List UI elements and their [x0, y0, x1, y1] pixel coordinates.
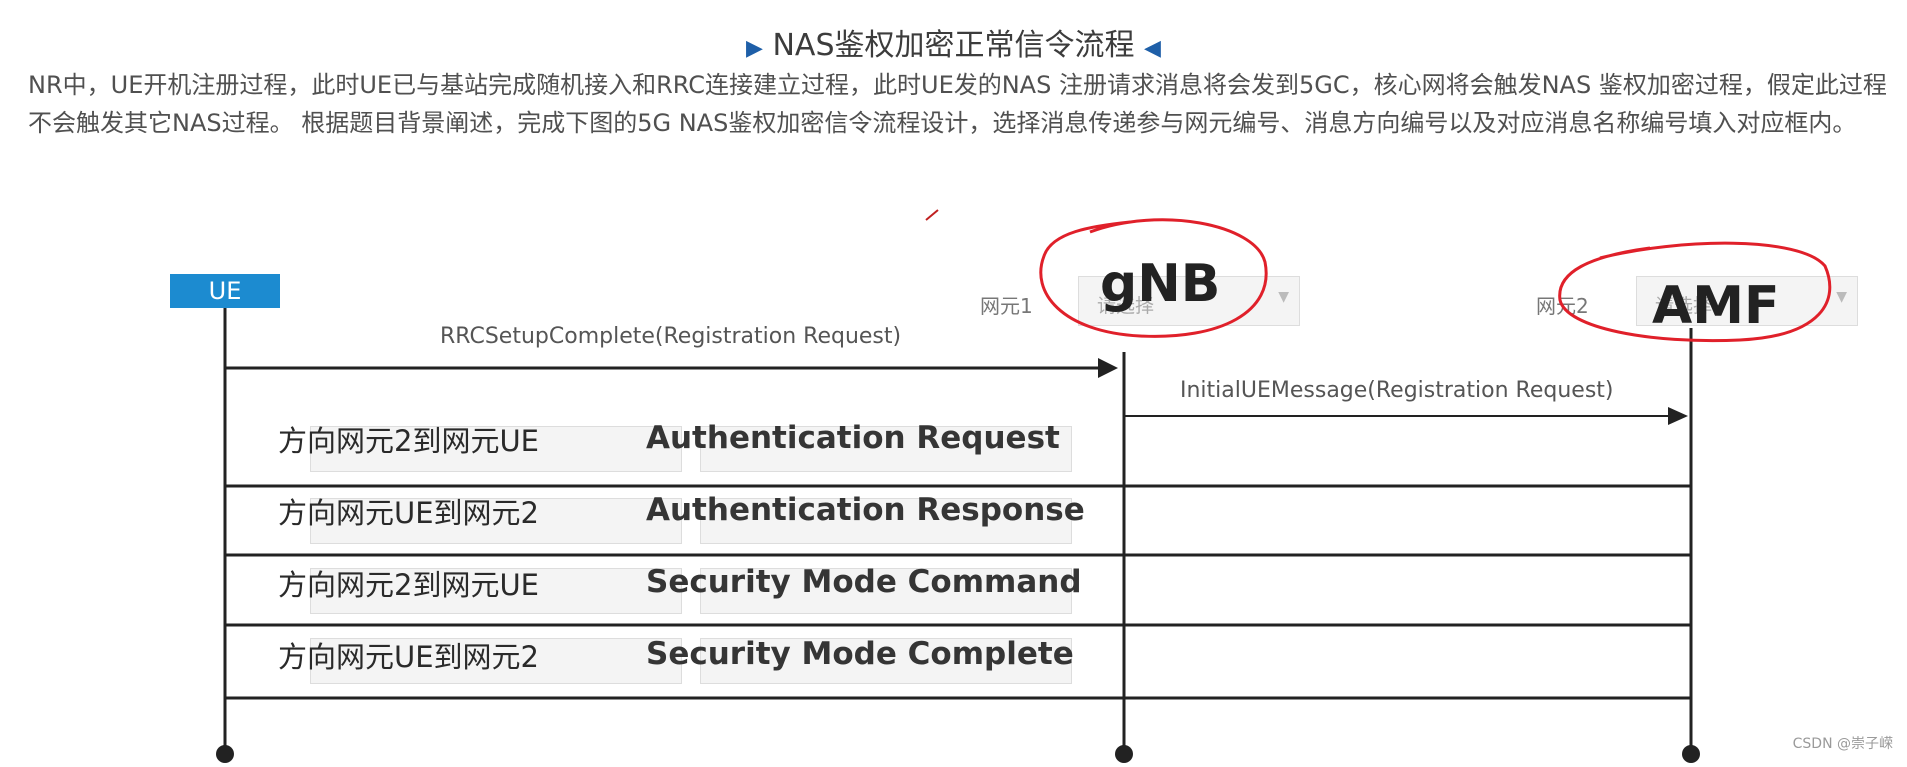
row4-direction: 方向网元UE到网元2 — [278, 640, 540, 674]
row4-message-name: Security Mode Complete — [646, 636, 1074, 672]
row3-direction: 方向网元2到网元UE — [278, 568, 540, 602]
pen-mark — [925, 209, 939, 221]
page-title: ▶ NAS鉴权加密正常信令流程 ◀ — [0, 20, 1907, 64]
amf-annotation-circle — [1558, 241, 1832, 343]
row3-message-select[interactable] — [700, 568, 1072, 614]
amf-end-dot — [1682, 745, 1700, 763]
ne2-annotation: AMF — [1652, 276, 1780, 336]
chevron-down-icon: ▼ — [1836, 289, 1847, 305]
ne1-select-value: 请选择 — [1097, 295, 1155, 317]
rrc-arrowhead — [1098, 358, 1118, 378]
ue-node: UE — [170, 274, 280, 308]
row2-message-name: Authentication Response — [646, 492, 1085, 528]
row3-direction-select[interactable] — [310, 568, 682, 614]
title-text: NAS鉴权加密正常信令流程 — [772, 28, 1135, 63]
row1-direction: 方向网元2到网元UE — [278, 424, 540, 458]
rrc-message-label: RRCSetupComplete(Registration Request) — [440, 324, 902, 349]
row1-message-name: Authentication Request — [646, 420, 1060, 456]
watermark: CSDN @崇子嵘 — [1792, 736, 1893, 752]
ue-end-dot — [216, 745, 234, 763]
problem-description: NR中，UE开机注册过程，此时UE已与基站完成随机接入和RRC连接建立过程，此时… — [28, 71, 1887, 137]
row2-direction: 方向网元UE到网元2 — [278, 496, 540, 530]
row2-message-select[interactable] — [700, 498, 1072, 544]
initial-arrowhead — [1668, 407, 1688, 425]
ne2-select[interactable]: 请选择 ▼ — [1636, 276, 1858, 326]
chevron-down-icon: ▼ — [1278, 289, 1289, 305]
gnb-end-dot — [1115, 745, 1133, 763]
ne1-select[interactable]: 请选择 ▼ — [1078, 276, 1300, 326]
row1-direction-select[interactable] — [310, 426, 682, 472]
triangle-left-icon: ◀ — [1144, 36, 1161, 61]
row3-message-name: Security Mode Command — [646, 564, 1082, 600]
row4-direction-select[interactable] — [310, 638, 682, 684]
row4-message-select[interactable] — [700, 638, 1072, 684]
triangle-right-icon: ▶ — [746, 36, 763, 61]
ne1-label: 网元1 — [980, 294, 1033, 318]
gnb-annotation-circle — [1039, 218, 1268, 338]
ne2-select-value: 请选择 — [1655, 295, 1713, 317]
row1-message-select[interactable] — [700, 426, 1072, 472]
ne1-annotation: gNB — [1100, 254, 1221, 314]
initial-ue-message-label: InitialUEMessage(Registration Request) — [1180, 378, 1614, 403]
row2-direction-select[interactable] — [310, 498, 682, 544]
